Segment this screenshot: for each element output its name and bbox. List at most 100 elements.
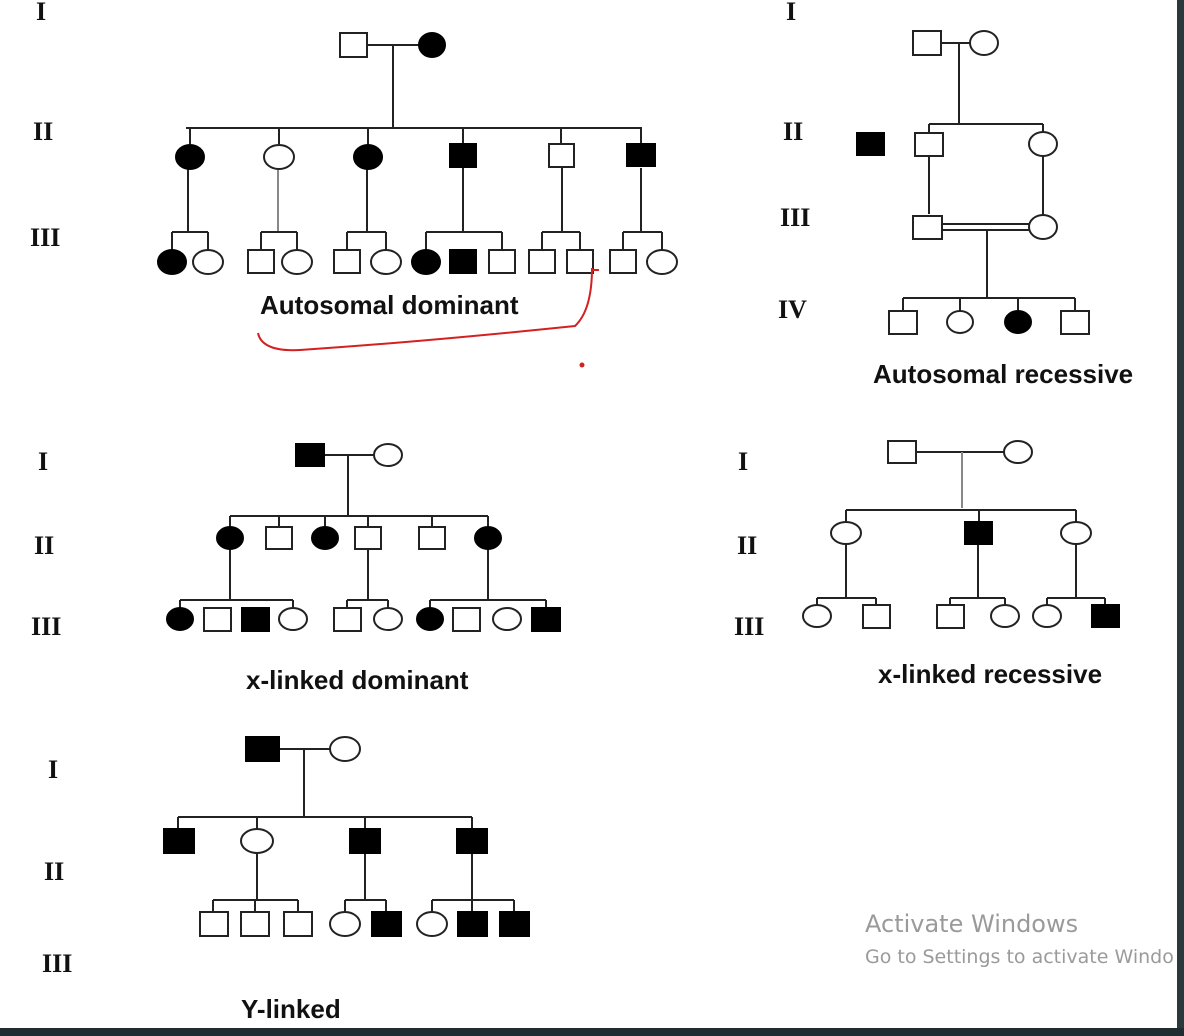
female-unaffected-symbol: [329, 911, 361, 937]
generation-label: III: [734, 612, 764, 641]
red-underline-annotation: [257, 267, 593, 352]
female-unaffected-symbol: [192, 249, 224, 275]
generation-label: III: [42, 949, 72, 978]
pedigree-x-linked-recessive: I II III x-linked recessive: [734, 440, 1120, 689]
female-unaffected-symbol: [1003, 440, 1033, 464]
male-affected-symbol: [457, 911, 488, 937]
male-unaffected-symbol: [548, 143, 575, 168]
generation-label: I: [38, 447, 48, 476]
female-affected-symbol: [411, 249, 441, 275]
male-unaffected-symbol: [488, 249, 516, 274]
male-unaffected-symbol: [240, 911, 270, 937]
female-unaffected-symbol: [946, 310, 974, 334]
male-unaffected-symbol: [333, 249, 361, 274]
male-unaffected-symbol: [339, 32, 368, 58]
male-affected-symbol: [163, 828, 195, 854]
female-unaffected-symbol: [263, 144, 295, 170]
female-unaffected-symbol: [492, 607, 522, 631]
female-unaffected-symbol: [990, 604, 1020, 628]
female-unaffected-symbol: [281, 249, 313, 275]
generation-label: I: [786, 0, 796, 26]
male-affected-symbol: [241, 607, 270, 632]
male-unaffected-symbol: [1060, 310, 1090, 335]
male-affected-symbol: [245, 736, 280, 762]
female-unaffected-symbol: [1032, 604, 1062, 628]
female-affected-symbol: [1004, 310, 1032, 334]
pedigree-y-linked: I II III: [42, 736, 530, 1024]
generation-label: III: [31, 612, 61, 641]
female-unaffected-symbol: [1028, 214, 1058, 240]
generation-label: II: [34, 531, 54, 560]
male-unaffected-symbol: [912, 215, 943, 240]
male-affected-symbol: [964, 521, 993, 545]
female-unaffected-symbol: [373, 443, 403, 467]
generation-label: II: [44, 857, 64, 886]
generation-label: IV: [778, 295, 807, 324]
generation-label: II: [783, 117, 803, 146]
generation-label: III: [30, 223, 60, 252]
pedigree-title: Autosomal recessive: [873, 359, 1133, 389]
male-unaffected-symbol: [888, 310, 918, 335]
male-unaffected-symbol: [862, 604, 891, 629]
female-affected-symbol: [166, 607, 194, 631]
male-unaffected-symbol: [265, 526, 293, 550]
female-affected-symbol: [416, 607, 444, 631]
female-unaffected-symbol: [370, 249, 402, 275]
male-affected-symbol: [1091, 604, 1120, 628]
female-unaffected-symbol: [278, 607, 308, 631]
female-unaffected-symbol: [1060, 521, 1092, 545]
male-unaffected-symbol: [912, 30, 942, 56]
female-unaffected-symbol: [1028, 131, 1058, 157]
male-affected-symbol: [626, 143, 656, 167]
female-unaffected-symbol: [830, 521, 862, 545]
male-affected-symbol: [531, 607, 561, 632]
generation-label: I: [36, 0, 46, 26]
female-unaffected-symbol: [329, 736, 361, 762]
watermark-title: Activate Windows: [865, 910, 1078, 938]
female-affected-symbol: [175, 144, 205, 170]
female-affected-symbol: [474, 526, 502, 550]
male-unaffected-symbol: [528, 249, 556, 274]
generation-label: III: [780, 203, 810, 232]
pedigree-title: Y-linked: [241, 994, 341, 1024]
male-unaffected-symbol: [203, 607, 232, 632]
male-affected-symbol: [856, 132, 885, 156]
female-affected-symbol: [353, 144, 383, 170]
male-affected-symbol: [371, 911, 402, 937]
female-unaffected-symbol: [240, 828, 274, 854]
male-unaffected-symbol: [936, 604, 965, 629]
watermark-subtitle: Go to Settings to activate Windo: [865, 946, 1174, 968]
male-unaffected-symbol: [914, 132, 944, 157]
female-affected-symbol: [216, 526, 244, 550]
male-affected-symbol: [456, 828, 488, 854]
male-affected-symbol: [499, 911, 530, 937]
generation-label: I: [48, 755, 58, 784]
pedigree-title: x-linked dominant: [246, 665, 469, 695]
male-unaffected-symbol: [452, 607, 481, 632]
male-unaffected-symbol: [283, 911, 313, 937]
female-unaffected-symbol: [969, 30, 999, 56]
male-unaffected-symbol: [887, 440, 917, 464]
male-affected-symbol: [449, 143, 477, 168]
generation-label: II: [737, 531, 757, 560]
male-unaffected-symbol: [609, 249, 637, 274]
female-unaffected-symbol: [646, 249, 678, 275]
male-unaffected-symbol: [333, 607, 362, 632]
taskbar-edge: [0, 1028, 1184, 1036]
male-unaffected-symbol: [418, 526, 446, 550]
male-affected-symbol: [449, 249, 477, 274]
male-unaffected-symbol: [199, 911, 229, 937]
female-affected-symbol: [157, 249, 187, 275]
female-unaffected-symbol: [802, 604, 832, 628]
pedigree-title: x-linked recessive: [878, 659, 1102, 689]
male-affected-symbol: [295, 443, 325, 467]
pedigree-title: Autosomal dominant: [260, 290, 519, 320]
female-affected-symbol: [311, 526, 339, 550]
female-unaffected-symbol: [373, 607, 403, 631]
female-unaffected-symbol: [416, 911, 448, 937]
male-affected-symbol: [349, 828, 381, 854]
screen-edge: [1177, 0, 1184, 1036]
generation-label: I: [738, 447, 748, 476]
